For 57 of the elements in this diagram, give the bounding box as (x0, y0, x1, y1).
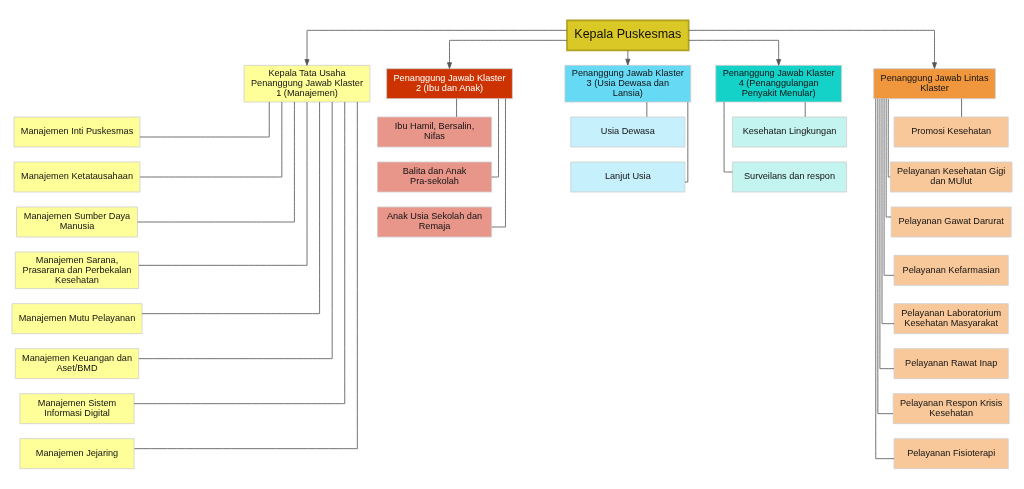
node-box: Anak Usia Sekolah dan Remaja (377, 206, 492, 238)
node-box: Manajemen Keuangan dan Aset/BMD (14, 348, 140, 380)
node-box: Manajemen Jejaring (19, 438, 135, 470)
arrow (304, 29, 568, 66)
node-box: Surveilans dan respon (732, 161, 847, 193)
connector (456, 98, 457, 118)
connector (877, 98, 894, 415)
node-box: Pelayanan Fisioterapi (893, 438, 1009, 470)
connector (137, 101, 295, 223)
node-box: Manajemen Sistem Informasi Digital (19, 393, 135, 425)
node-box: Manajemen Sarana, Prasarana dan Perbekalan Kesehatan (14, 251, 140, 290)
node-box: Kepala Tata Usaha Penanggung Jawab Klaster 1 (Manajemen) (243, 64, 371, 103)
arrow (688, 39, 782, 66)
connector (883, 98, 895, 276)
node-box: Usia Dewasa (570, 116, 686, 148)
node-box: Penanggung Jawab Klaster 2 (Ibu dan Anak) (386, 68, 513, 100)
connector (141, 101, 320, 315)
node-box: Penanggung Jawab Klaster 3 (Usia Dewasa dan Lansia) (564, 64, 692, 103)
node-box: Pelayanan Rawat Inap (893, 348, 1009, 380)
connector (804, 101, 806, 118)
node-box: Pelayanan Kesehatan Gigi dan MUlut (889, 161, 1013, 193)
connector (723, 101, 733, 173)
node-box: Promosi Kesehatan (893, 116, 1009, 148)
connector (879, 98, 895, 370)
node-box: Manajemen Ketatausahaan (13, 161, 141, 193)
connector (134, 101, 358, 450)
connector (887, 98, 891, 178)
node-box: Balita dan Anak Pra-sekolah (377, 161, 492, 193)
node-box: Penanggung Jawab Lintas Klaster (873, 68, 996, 100)
node-box: Penanggung Jawab Klaster 4 (Penanggulangan Penyakit Menular) (715, 64, 842, 103)
node-box: Lanjut Usia (570, 161, 686, 193)
connector (885, 98, 892, 218)
arrow (688, 29, 937, 69)
connector (133, 101, 346, 405)
node-box: Kesehatan Lingkungan (732, 116, 847, 148)
node-box: Kepala Puskesmas (566, 19, 690, 52)
connector (491, 98, 506, 228)
arrow (625, 49, 631, 66)
connector (138, 101, 333, 360)
connector (139, 101, 270, 138)
connector (139, 101, 283, 178)
node-box: Pelayanan Kefarmasian (893, 254, 1009, 286)
arrow (447, 39, 568, 69)
connector (491, 98, 499, 178)
connector (138, 101, 308, 266)
connector (646, 101, 648, 118)
node-box: Ibu Hamil, Bersalin, Nifas (377, 116, 492, 148)
node-box: Manajemen Sumber Daya Manusia (16, 206, 138, 238)
node-box: Manajemen Mutu Pelayanan (11, 303, 143, 335)
node-box: Pelayanan Gawat Darurat (890, 206, 1012, 238)
node-box: Manajemen Inti Puskesmas (13, 116, 141, 148)
node-box: Pelayanan Laboratorium Kesehatan Masyarakat (893, 303, 1009, 335)
connector (684, 101, 689, 183)
connector (875, 98, 895, 460)
node-box: Pelayanan Respon Krisis Kesehatan (892, 393, 1010, 425)
connector (961, 98, 962, 118)
connector (881, 98, 895, 325)
